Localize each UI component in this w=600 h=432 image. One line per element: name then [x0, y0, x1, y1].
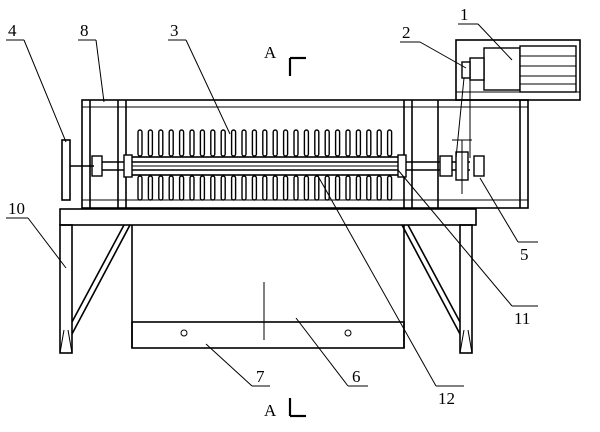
blade-upper — [282, 129, 289, 157]
blade-lower — [241, 175, 247, 201]
blade-upper — [251, 129, 258, 157]
blade-upper — [355, 129, 362, 157]
blade-lower — [324, 175, 330, 201]
blade-lower — [272, 175, 278, 201]
blade-upper — [137, 129, 143, 157]
part-label-10: 10 — [8, 199, 25, 218]
blade-upper — [189, 129, 195, 157]
part-label-4: 4 — [8, 21, 17, 40]
blade-lower — [303, 175, 310, 201]
blade-lower — [199, 175, 206, 201]
part-label-8: 8 — [80, 21, 89, 40]
blade-lower — [210, 175, 216, 201]
blade-upper — [314, 129, 320, 157]
blade-upper — [272, 129, 278, 157]
blade-upper — [324, 129, 330, 157]
part-label-2: 2 — [402, 23, 411, 42]
rotor-shaft — [91, 140, 485, 194]
blades-lower-row — [137, 175, 393, 201]
blade-upper — [386, 129, 393, 157]
hopper-tank — [131, 225, 405, 349]
blade-lower — [230, 175, 237, 201]
blade-lower — [220, 175, 226, 201]
blade-upper — [262, 129, 268, 157]
blade-lower — [158, 175, 164, 201]
blade-upper — [376, 129, 382, 157]
blade-lower — [137, 175, 143, 201]
blade-upper — [168, 129, 174, 157]
blade-lower — [334, 175, 341, 201]
blade-lower — [147, 175, 154, 201]
blade-upper — [366, 129, 372, 157]
blades-upper-row — [137, 129, 393, 157]
blade-lower — [386, 175, 393, 201]
blade-lower — [178, 175, 185, 201]
leader-lines — [6, 23, 538, 387]
blade-upper — [230, 129, 237, 157]
blade-lower — [262, 175, 268, 201]
blade-upper — [199, 129, 206, 157]
section-label-top: A — [264, 43, 277, 62]
part-label-1: 1 — [460, 5, 469, 24]
blade-upper — [241, 129, 247, 157]
blade-lower — [314, 175, 320, 201]
blade-lower — [376, 175, 382, 201]
blade-lower — [251, 175, 258, 201]
section-marks: A A — [264, 43, 306, 420]
blade-lower — [355, 175, 362, 201]
part-label-12: 12 — [438, 389, 455, 408]
hand-crank — [61, 139, 94, 201]
blade-upper — [210, 129, 216, 157]
part-label-5: 5 — [520, 245, 529, 264]
blade-upper — [147, 129, 154, 157]
part-label-3: 3 — [170, 21, 179, 40]
part-label-6: 6 — [352, 367, 361, 386]
blade-upper — [293, 129, 299, 157]
blade-lower — [168, 175, 174, 201]
blade-upper — [345, 129, 351, 157]
blade-lower — [189, 175, 195, 201]
base-frame — [59, 208, 477, 354]
blade-lower — [345, 175, 351, 201]
motor-assembly — [452, 39, 581, 159]
blade-upper — [158, 129, 164, 157]
blade-lower — [293, 175, 299, 201]
part-label-7: 7 — [256, 367, 265, 386]
part-labels: 1 2 3 4 5 6 7 8 10 11 12 — [8, 5, 530, 408]
blade-lower — [366, 175, 372, 201]
blade-upper — [334, 129, 341, 157]
part-label-11: 11 — [514, 309, 530, 328]
blade-upper — [220, 129, 226, 157]
blade-upper — [303, 129, 310, 157]
section-label-bottom: A — [264, 401, 277, 420]
blade-lower — [282, 175, 289, 201]
blade-upper — [178, 129, 185, 157]
